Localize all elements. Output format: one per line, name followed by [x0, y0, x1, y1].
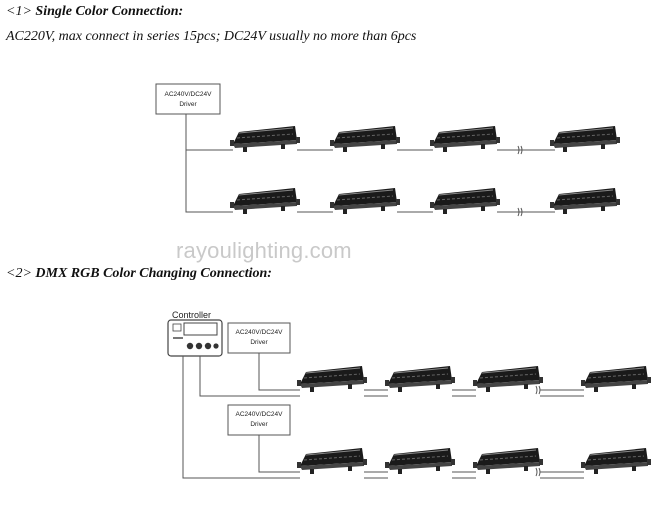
- section2-fixture: [472, 365, 544, 393]
- section2-fixture: [296, 447, 368, 475]
- section1-fixture: [329, 187, 401, 215]
- section1-driver-line2: Driver: [179, 101, 197, 108]
- section2-fixture: [580, 365, 652, 393]
- section2-driver-b-line2: Driver: [250, 421, 268, 428]
- section2-fixture: [384, 365, 456, 393]
- section2-fixture: [384, 447, 456, 475]
- section1-fixture: [429, 125, 501, 153]
- controller-knob: [213, 343, 219, 349]
- section2-driver-a-line2: Driver: [250, 339, 268, 346]
- section1-fixture: [229, 125, 301, 153]
- section1-fixture: [229, 187, 301, 215]
- section1-fixture: [549, 125, 621, 153]
- section2-title: DMX RGB Color Changing Connection:: [35, 266, 272, 281]
- section2-wires: [182, 353, 584, 479]
- section1-wires: [185, 114, 555, 217]
- controller-device: [167, 319, 223, 357]
- section2-fixture: [472, 447, 544, 475]
- section2-fixture: [580, 447, 652, 475]
- section2-number: <2>: [6, 266, 32, 281]
- controller-knob: [186, 342, 194, 350]
- section2-driver-b-line1: AC240V/DC24V: [236, 411, 284, 418]
- watermark: rayoulighting.com: [176, 238, 352, 263]
- controller-knob: [204, 342, 212, 350]
- section2-driver-a-line1: AC240V/DC24V: [236, 329, 284, 336]
- section2-fixture: [296, 365, 368, 393]
- section2-driver-b-box: AC240V/DC24V Driver: [227, 404, 291, 436]
- section1-fixture: [329, 125, 401, 153]
- section1-number: <1>: [6, 4, 32, 19]
- controller-knob: [195, 342, 203, 350]
- section1-note: AC220V, max connect in series 15pcs; DC2…: [6, 29, 417, 44]
- section2-heading: <2> DMX RGB Color Changing Connection:: [6, 266, 272, 282]
- section1-fixture: [429, 187, 501, 215]
- section1-driver-box: AC240V/DC24V Driver: [155, 83, 221, 115]
- section1-driver-line1: AC240V/DC24V: [165, 91, 213, 98]
- section1-title: Single Color Connection:: [35, 4, 184, 19]
- section1-fixture: [549, 187, 621, 215]
- section2-driver-a-box: AC240V/DC24V Driver: [227, 322, 291, 354]
- section1-heading: <1> Single Color Connection:: [6, 4, 183, 20]
- controller-label: Controller: [172, 310, 212, 320]
